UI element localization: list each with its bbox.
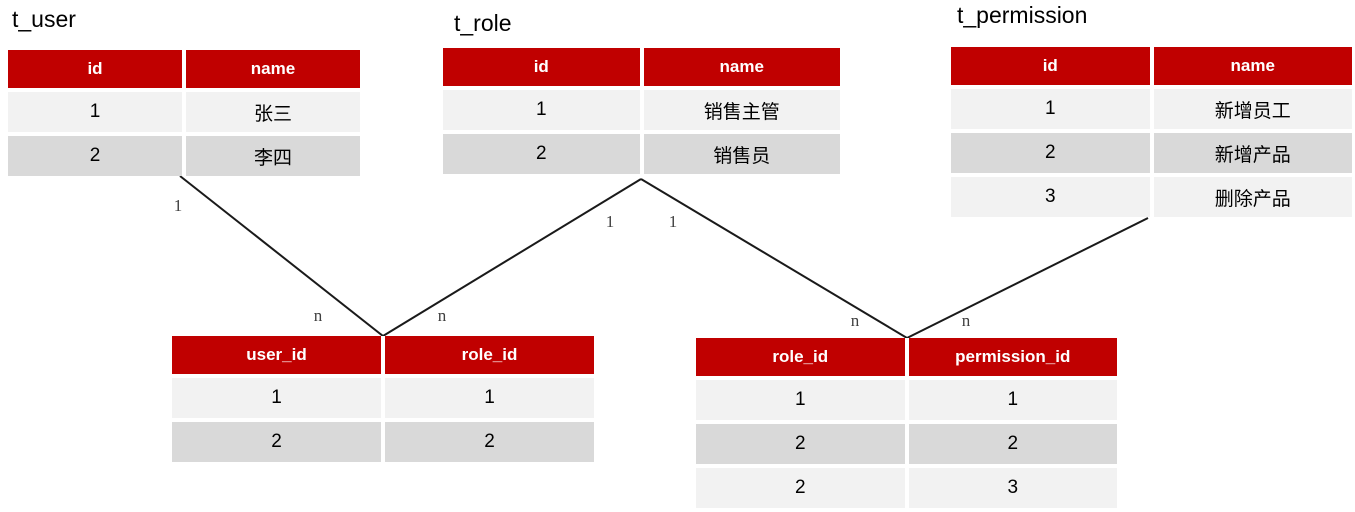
- t_role_permission-row1-role_id: 1: [696, 380, 905, 420]
- line-role-to-userrole: [382, 178, 642, 337]
- table-title-t-role: t_role: [454, 10, 512, 36]
- t_permission-row3-name: 删除产品: [1153, 177, 1352, 217]
- t_permission-header-name: name: [1153, 47, 1352, 85]
- cardinality-label-role-one-left: 1: [605, 212, 615, 231]
- t_user-row1-id: 1: [8, 92, 182, 132]
- t_role_permission-row2-permission_id: 2: [908, 424, 1117, 464]
- t_user_role-row2-role_id: 2: [385, 422, 594, 462]
- t_user-row2-name: 李四: [186, 136, 360, 176]
- cardinality-label-role-one-right: 1: [668, 212, 678, 231]
- t_user-row1-name: 张三: [186, 92, 360, 132]
- cardinality-label-userrole-n-left: n: [313, 306, 323, 325]
- t_role_permission-header-role_id: role_id: [696, 338, 905, 376]
- t_role-header-id: id: [443, 48, 640, 86]
- t_user_role-header-role_id: role_id: [385, 336, 594, 374]
- t_user_role-row1-user_id: 1: [172, 378, 381, 418]
- t_role_permission-row1-permission_id: 1: [908, 380, 1117, 420]
- cardinality-label-userrole-n-right: n: [437, 306, 447, 325]
- t_role-row1-name: 销售主管: [643, 90, 840, 130]
- t_permission-row2-id: 2: [951, 133, 1150, 173]
- t_role-row2-name: 销售员: [643, 134, 840, 174]
- t_permission-row2-name: 新增产品: [1153, 133, 1352, 173]
- t_permission-row1-name: 新增员工: [1153, 89, 1352, 129]
- t_role_permission-row3-role_id: 2: [696, 468, 905, 508]
- t_user-row2-id: 2: [8, 136, 182, 176]
- table-title-t-user: t_user: [12, 6, 76, 32]
- t_role-row2-id: 2: [443, 134, 640, 174]
- line-user-to-userrole: [179, 175, 384, 337]
- line-permission-to-rolepermission: [906, 217, 1149, 339]
- t_user_role-row1-role_id: 1: [385, 378, 594, 418]
- cardinality-label-user-one: 1: [173, 196, 183, 215]
- t_user_role-header-user_id: user_id: [172, 336, 381, 374]
- t_role_permission-row3-permission_id: 3: [908, 468, 1117, 508]
- t_user_role-row2-user_id: 2: [172, 422, 381, 462]
- t_role_permission-row2-role_id: 2: [696, 424, 905, 464]
- t_permission-header-id: id: [951, 47, 1150, 85]
- cardinality-label-rolepermission-n-left: n: [850, 311, 860, 330]
- cardinality-label-rolepermission-n-right: n: [961, 311, 971, 330]
- t_permission-row1-id: 1: [951, 89, 1150, 129]
- t_user-header-id: id: [8, 50, 182, 88]
- t_user-header-name: name: [186, 50, 360, 88]
- t_permission-row3-id: 3: [951, 177, 1150, 217]
- t_role-header-name: name: [643, 48, 840, 86]
- t_role_permission-header-permission_id: permission_id: [908, 338, 1117, 376]
- table-title-t-permission: t_permission: [957, 2, 1088, 28]
- t_role-row1-id: 1: [443, 90, 640, 130]
